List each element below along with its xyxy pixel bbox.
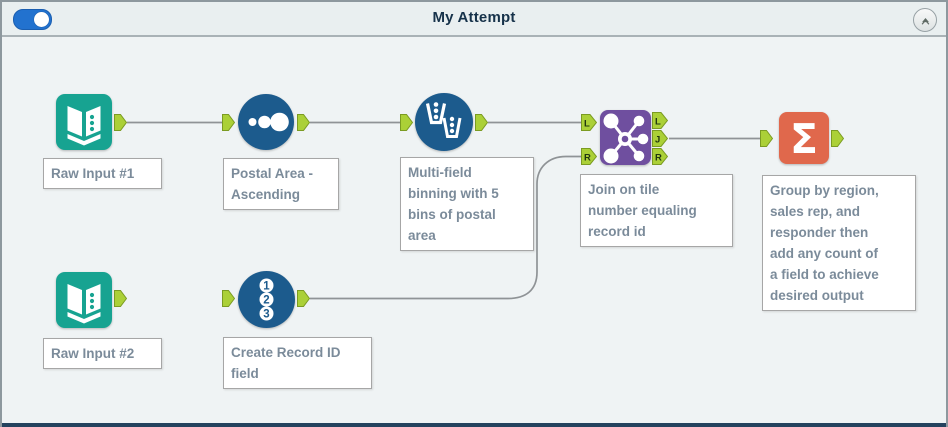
collapse-button[interactable]	[913, 8, 937, 32]
annotation-record-id[interactable]: Create Record ID field	[223, 337, 372, 389]
chevron-up-icon	[921, 17, 929, 25]
input-anchor-sort[interactable]	[222, 114, 235, 131]
input-anchor-recordid[interactable]	[222, 290, 235, 307]
output-anchor-join-J[interactable]: J	[652, 130, 668, 147]
annotation-input-1[interactable]: Raw Input #1	[43, 158, 162, 189]
multi-field-binning-tool[interactable]	[415, 93, 473, 151]
digit-1: 1	[263, 281, 270, 293]
join-molecule-icon	[603, 113, 649, 164]
digit-2: 2	[263, 295, 269, 307]
output-anchor-input1[interactable]	[114, 114, 127, 131]
join-input-L-label: L	[584, 119, 590, 130]
digit-3: 3	[263, 309, 269, 321]
sort-dots-icon	[248, 112, 289, 132]
output-anchor-join-R[interactable]: R	[652, 148, 668, 165]
container-title: My Attempt	[432, 9, 516, 26]
input-anchor-join-L[interactable]: L	[581, 114, 597, 131]
open-book-icon	[67, 284, 101, 324]
annotation-summarize[interactable]: Group by region, sales rep, and responde…	[762, 175, 916, 311]
join-output-R-label: R	[655, 153, 662, 164]
output-anchor-join-L[interactable]: L	[652, 112, 668, 129]
container-enable-toggle[interactable]	[13, 9, 52, 30]
annotation-sort[interactable]: Postal Area - Ascending	[223, 158, 339, 210]
toggle-knob	[34, 12, 49, 27]
input-data-tool-1[interactable]	[56, 94, 112, 150]
container-header[interactable]: My Attempt	[2, 2, 946, 37]
input-anchor-summarize[interactable]	[760, 130, 773, 147]
join-output-J-label: J	[655, 135, 660, 146]
open-book-icon	[67, 106, 101, 146]
binning-cups-icon	[425, 102, 462, 138]
input-anchor-binning[interactable]	[400, 114, 413, 131]
sigma-glyph: Σ	[790, 115, 818, 163]
output-anchor-input2[interactable]	[114, 290, 127, 307]
annotation-binning[interactable]: Multi-field binning with 5 bins of posta…	[400, 157, 534, 251]
output-anchor-sort[interactable]	[297, 114, 310, 131]
output-anchor-recordid[interactable]	[297, 290, 310, 307]
join-output-L-label: L	[655, 117, 661, 128]
join-tool[interactable]	[600, 110, 651, 165]
summarize-tool[interactable]: Σ	[779, 112, 829, 164]
output-anchor-binning[interactable]	[475, 114, 488, 131]
sort-tool[interactable]	[238, 94, 294, 150]
record-id-tool[interactable]: 1 2 3	[238, 271, 295, 328]
wire-recordid-to-join-R[interactable]	[310, 155, 581, 300]
input-anchor-join-R[interactable]: R	[581, 148, 597, 165]
sigma-icon: Σ	[790, 115, 818, 163]
numbered-circles-icon: 1 2 3	[259, 278, 274, 321]
bottom-divider	[2, 423, 946, 427]
annotation-input-2[interactable]: Raw Input #2	[43, 338, 162, 369]
input-data-tool-2[interactable]	[56, 272, 112, 328]
output-anchor-summarize[interactable]	[831, 130, 844, 147]
annotation-join[interactable]: Join on tile number equaling record id	[580, 174, 733, 247]
join-input-R-label: R	[584, 153, 591, 164]
